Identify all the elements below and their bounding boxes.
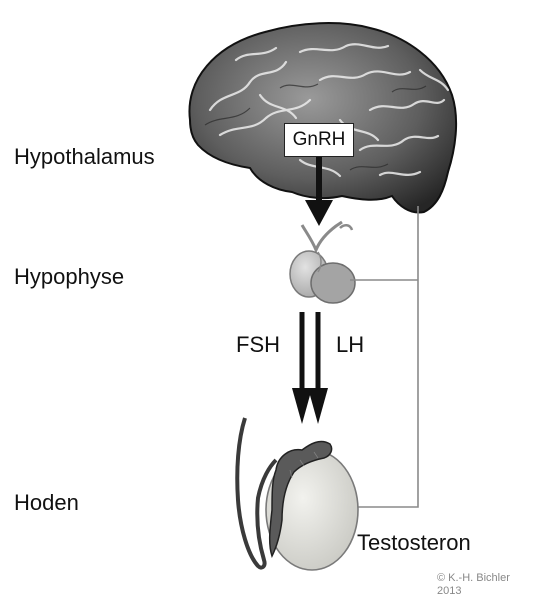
gnrh-label-box: GnRH	[284, 123, 354, 157]
pituitary-illustration	[289, 220, 356, 304]
hypothalamus-label: Hypothalamus	[14, 144, 155, 169]
epididymis	[268, 440, 333, 558]
testosteron-label: Testosteron	[357, 530, 471, 555]
copyright-notice: © K.-H. Bichler 2013	[437, 572, 533, 598]
copyright-year: 2013	[437, 585, 462, 597]
brain-illustration	[188, 22, 458, 214]
fsh-arrow	[292, 312, 312, 424]
hoden-label: Hoden	[14, 490, 79, 515]
fsh-label: FSH	[236, 332, 280, 357]
lh-arrow	[308, 312, 328, 424]
copyright-line: © K.-H. Bichler	[437, 572, 510, 584]
lh-label: LH	[336, 332, 365, 357]
brain-outline	[188, 22, 458, 214]
testis-illustration	[235, 417, 359, 571]
gnrh-arrow	[305, 157, 333, 226]
hypophyse-label: Hypophyse	[14, 264, 125, 289]
vas-deferens	[235, 417, 278, 570]
feedback-line	[334, 206, 419, 508]
gnrh-label: GnRH	[292, 129, 346, 150]
